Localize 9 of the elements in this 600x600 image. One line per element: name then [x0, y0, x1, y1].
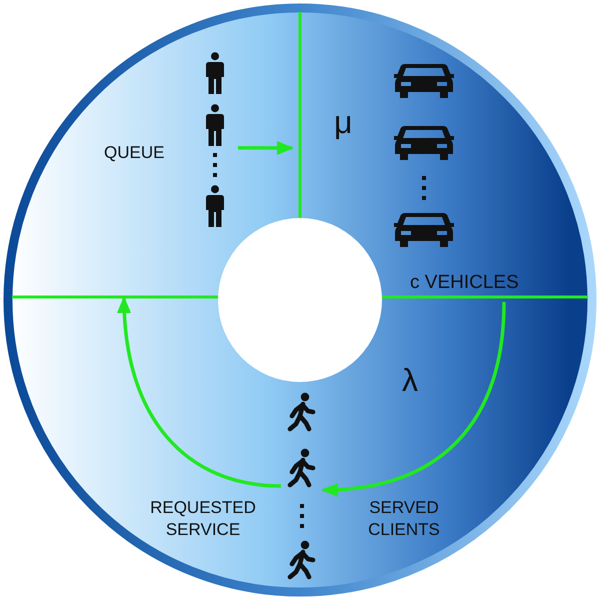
queue-label: QUEUE — [104, 143, 164, 163]
vehicles-label: c VEHICLES — [410, 272, 519, 294]
curved-arrow — [118, 296, 282, 488]
edge-label: REQUESTED SERVICE — [149, 497, 257, 542]
curved-arrow — [321, 302, 506, 496]
mu-symbol: μ — [334, 104, 352, 141]
edge-label: SERVED CLIENTS — [367, 497, 441, 542]
arrow — [238, 140, 294, 155]
lambda-symbol: λ — [402, 362, 418, 399]
